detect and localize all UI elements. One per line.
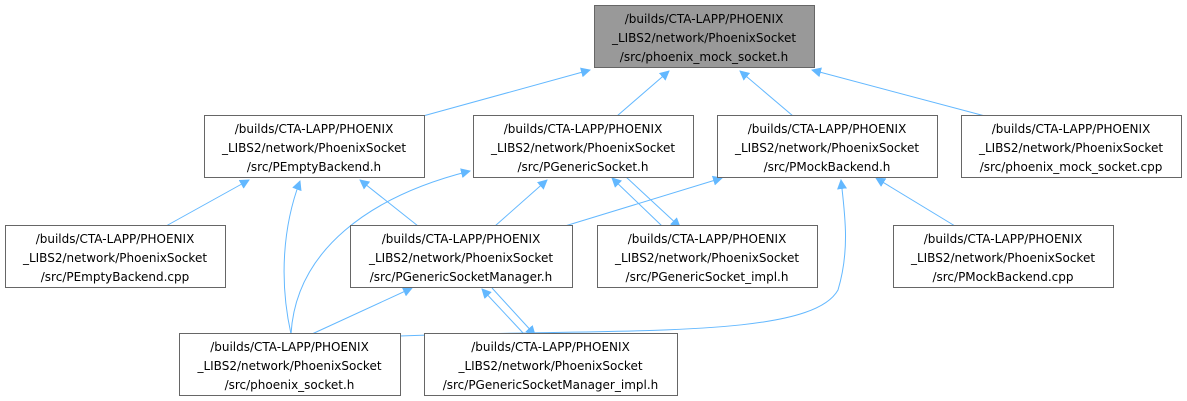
node-label-line: /src/PMockBackend.cpp [932, 270, 1073, 284]
node-box [350, 225, 573, 288]
node-label-line: /builds/CTA-LAPP/PHOENIX [210, 340, 369, 354]
node-label-line: /builds/CTA-LAPP/PHOENIX [235, 122, 394, 136]
node-pemptybackend_cpp[interactable]: /builds/CTA-LAPP/PHOENIX _LIBS2/network/P… [5, 225, 226, 288]
node-label-line: _LIBS2/network/PhoenixSocket [910, 251, 1095, 265]
node-label-line: /src/PEmptyBackend.h [247, 160, 381, 174]
edge-line [564, 175, 723, 227]
edge-phoenix_socket_h-to-pgenericsocket_h [290, 168, 471, 335]
edge-phoenix_socket_h-to-pemptybackend_h [283, 180, 302, 335]
node-phoenix_socket_h[interactable]: /builds/CTA-LAPP/PHOENIX _LIBS2/network/P… [179, 333, 401, 396]
node-box [424, 333, 678, 396]
node-pmockbackend_h[interactable]: /builds/CTA-LAPP/PHOENIX _LIBS2/network/P… [717, 115, 938, 178]
node-box [204, 115, 425, 178]
node-pgenericsocketmanager_h[interactable]: /builds/CTA-LAPP/PHOENIX _LIBS2/network/P… [350, 225, 573, 288]
node-label-line: /src/PGenericSocketManager_impl.h [443, 378, 659, 392]
node-label-line: /src/phoenix_mock_socket.cpp [980, 160, 1163, 174]
node-root[interactable]: /builds/CTA-LAPP/PHOENIX _LIBS2/network/P… [594, 5, 815, 68]
node-label-line: /src/phoenix_socket.h [225, 378, 355, 392]
edge-pgenericsocketmanager_h-to-pgenericsocketmanager_impl_h [491, 287, 536, 336]
node-phoenix_mock_socket_cpp[interactable]: /builds/CTA-LAPP/PHOENIX _LIBS2/network/P… [961, 115, 1182, 178]
edge-pmockbackend_h-to-root [739, 70, 794, 117]
edge-line [739, 70, 794, 117]
edge-pgenericsocket_impl_h-to-pgenericsocket_h [611, 177, 663, 227]
edge-pemptybackend_h-to-root [422, 67, 591, 117]
edge-line [811, 67, 986, 117]
node-label-line: /builds/CTA-LAPP/PHOENIX [924, 232, 1083, 246]
edge-line [359, 179, 419, 227]
node-label-line: /src/PMockBackend.h [764, 160, 891, 174]
node-label-line: /builds/CTA-LAPP/PHOENIX [36, 232, 195, 246]
edge-line [311, 287, 413, 335]
edge-line [624, 175, 681, 228]
node-label-line: /builds/CTA-LAPP/PHOENIX [992, 122, 1151, 136]
node-pgenericsocketmanager_impl_h[interactable]: /builds/CTA-LAPP/PHOENIX _LIBS2/network/P… [424, 333, 678, 396]
edge-pmockbackend_cpp-to-pmockbackend_h [875, 177, 956, 227]
node-label-line: /src/PGenericSocket.h [518, 160, 649, 174]
node-box [717, 115, 938, 178]
node-pmockbackend_cpp[interactable]: /builds/CTA-LAPP/PHOENIX _LIBS2/network/P… [893, 225, 1114, 288]
node-pgenericsocket_h[interactable]: /builds/CTA-LAPP/PHOENIX _LIBS2/network/P… [473, 115, 694, 178]
node-label-line: _LIBS2/network/PhoenixSocket [734, 141, 919, 155]
edge-line [165, 179, 250, 227]
edge-layer [165, 67, 986, 337]
node-pemptybackend_h[interactable]: /builds/CTA-LAPP/PHOENIX _LIBS2/network/P… [204, 115, 425, 178]
node-box [961, 115, 1182, 178]
edge-pgenericsocketmanager_impl_h-to-pgenericsocketmanager_h [481, 288, 525, 335]
edge-line [491, 287, 536, 336]
edge-pgenericsocket_h-to-root [616, 70, 670, 117]
edge-pemptybackend_cpp-to-pemptybackend_h [165, 179, 250, 227]
node-box [594, 5, 815, 68]
node-label-line: /builds/CTA-LAPP/PHOENIX [625, 12, 784, 26]
node-box [893, 225, 1114, 288]
node-label-line: _LIBS2/network/PhoenixSocket [490, 141, 675, 155]
node-layer: /builds/CTA-LAPP/PHOENIX _LIBS2/network/P… [5, 5, 1182, 396]
node-box [597, 225, 818, 288]
edge-phoenix_mock_socket_cpp-to-root [811, 67, 986, 117]
node-label-line: _LIBS2/network/PhoenixSocket [196, 359, 381, 373]
edge-line [494, 179, 548, 227]
node-box [473, 115, 694, 178]
node-label-line: _LIBS2/network/PhoenixSocket [22, 251, 207, 265]
edge-line [611, 177, 663, 227]
node-label-line: /builds/CTA-LAPP/PHOENIX [382, 232, 541, 246]
node-label-line: _LIBS2/network/PhoenixSocket [457, 359, 642, 373]
edge-line [616, 70, 670, 117]
edge-pgenericsocketmanager_h-to-pemptybackend_h [359, 179, 419, 227]
edge-line [283, 180, 302, 335]
edge-line [422, 67, 591, 117]
edge-line [290, 168, 471, 335]
node-box [5, 225, 226, 288]
node-label-line: _LIBS2/network/PhoenixSocket [368, 251, 553, 265]
node-label-line: /builds/CTA-LAPP/PHOENIX [471, 340, 630, 354]
node-pgenericsocket_impl_h[interactable]: /builds/CTA-LAPP/PHOENIX _LIBS2/network/P… [597, 225, 818, 288]
edge-phoenix_socket_h-to-pmockbackend_h [399, 179, 847, 337]
node-label-line: /src/PGenericSocket_impl.h [626, 270, 789, 284]
edge-line [399, 179, 847, 337]
edge-pgenericsocketmanager_h-to-pmockbackend_h [564, 175, 723, 227]
edge-line [875, 177, 956, 227]
node-label-line: /builds/CTA-LAPP/PHOENIX [748, 122, 907, 136]
node-label-line: /builds/CTA-LAPP/PHOENIX [628, 232, 787, 246]
edge-phoenix_socket_h-to-pgenericsocketmanager_h [311, 287, 413, 335]
node-label-line: /src/phoenix_mock_socket.h [620, 50, 788, 64]
node-label-line: _LIBS2/network/PhoenixSocket [221, 141, 406, 155]
node-label-line: _LIBS2/network/PhoenixSocket [978, 141, 1163, 155]
node-label-line: _LIBS2/network/PhoenixSocket [614, 251, 799, 265]
node-label-line: /src/PGenericSocketManager.h [370, 270, 552, 284]
node-label-line: /src/PEmptyBackend.cpp [41, 270, 190, 284]
edge-pgenericsocket_h-to-pgenericsocket_impl_h [624, 175, 681, 228]
edge-pgenericsocketmanager_h-to-pgenericsocket_h [494, 179, 548, 227]
node-label-line: _LIBS2/network/PhoenixSocket [611, 31, 796, 45]
node-label-line: /builds/CTA-LAPP/PHOENIX [504, 122, 663, 136]
edge-line [481, 288, 525, 335]
node-box [179, 333, 401, 396]
